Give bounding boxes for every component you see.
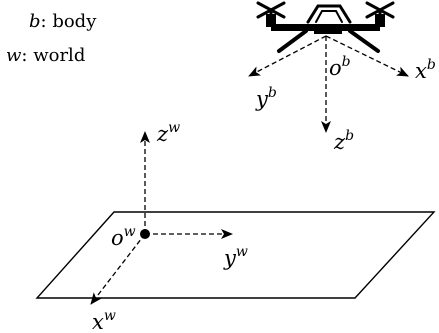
body-y-label: yb (255, 85, 277, 111)
body-y-axis (248, 35, 327, 77)
world-frame (90, 131, 233, 305)
world-origin-label: ow (111, 224, 136, 250)
body-x-label: xb (415, 57, 436, 83)
world-z-label: zw (156, 120, 180, 146)
body-z-label: zb (333, 128, 354, 154)
world-y-label: yw (223, 244, 248, 270)
legend: b: body w: world (6, 11, 97, 66)
body-origin-label: ob (329, 54, 351, 80)
legend-world: w: world (6, 45, 85, 66)
world-x-label: xw (92, 308, 116, 333)
ground-plane (35, 211, 436, 299)
world-origin-dot (140, 229, 150, 239)
world-x-axis (90, 233, 146, 305)
drone-icon (256, 1, 395, 53)
right-propeller-icon (365, 1, 395, 27)
body-frame (248, 35, 409, 133)
body-x-axis (325, 35, 409, 77)
legend-body: b: body (29, 11, 97, 32)
left-propeller-icon (256, 1, 286, 27)
